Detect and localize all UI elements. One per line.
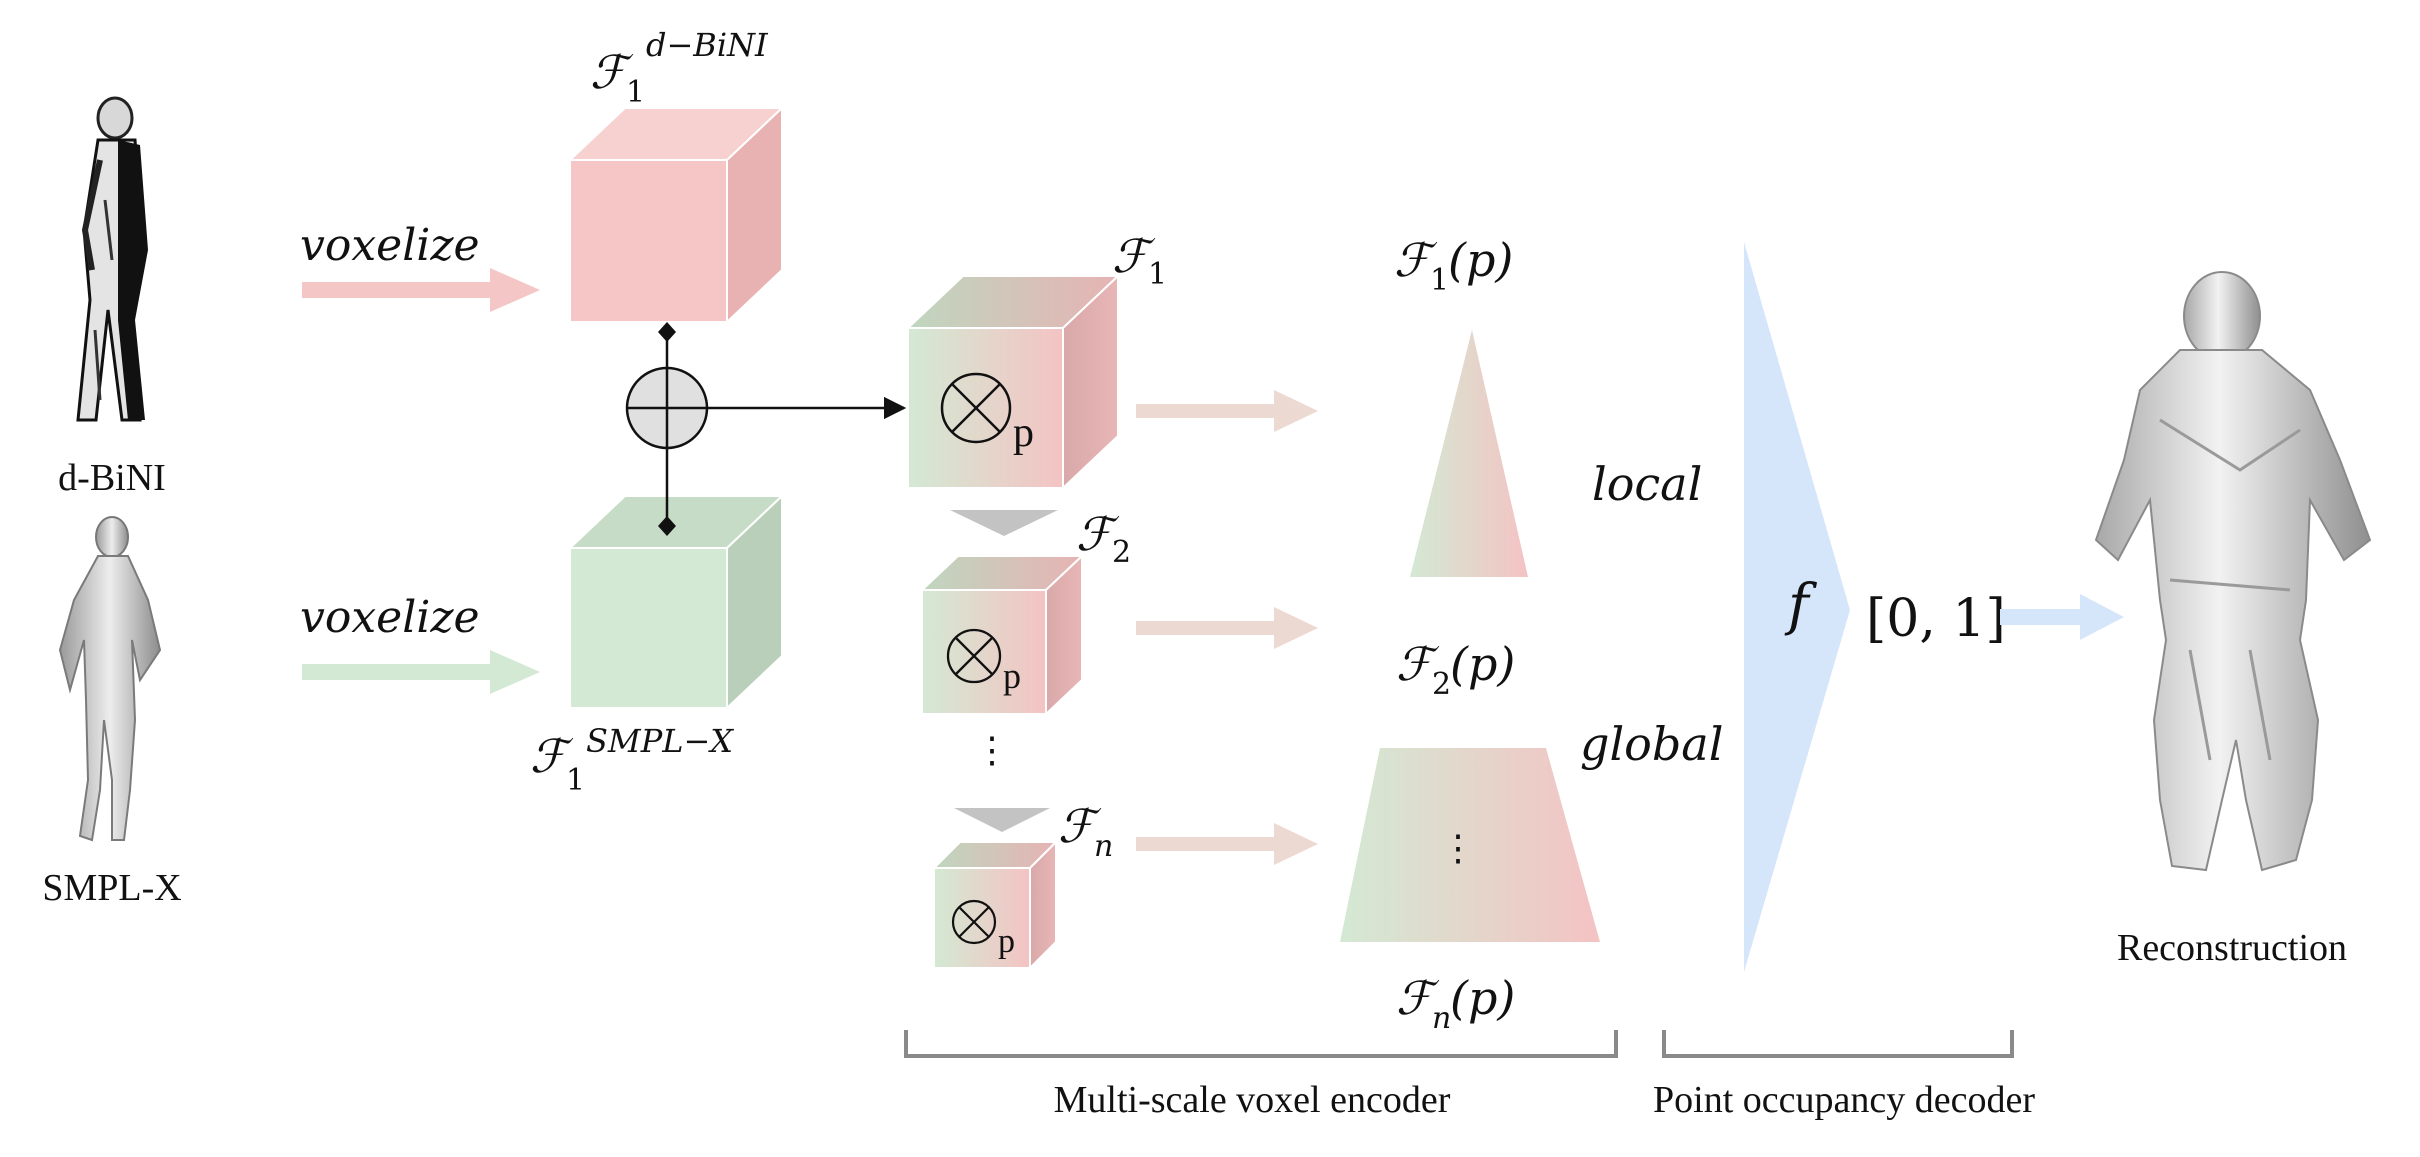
- downsample-icon-2: [954, 808, 1050, 832]
- svg-text:1: 1: [1430, 263, 1449, 298]
- encoder-section-label: Multi-scale voxel encoder: [1054, 1079, 1451, 1121]
- svg-text:1: 1: [626, 75, 645, 110]
- svg-text:n: n: [1432, 1001, 1451, 1036]
- svg-text:2: 2: [1112, 535, 1131, 570]
- decoder-bracket: [1662, 1030, 2014, 1058]
- smplx-label: SMPL-X: [42, 867, 181, 909]
- smplx-feature-label: ℱ 1 SMPL−X: [530, 722, 734, 798]
- local-feature-triangle: [1410, 330, 1528, 577]
- svg-text:d−BiNI: d−BiNI: [646, 26, 769, 64]
- sample-arrow-n: [1136, 823, 1318, 865]
- occupancy-range-label: [0, 1]: [1866, 589, 2006, 649]
- sample-arrow-1: [1136, 390, 1318, 432]
- dbini-label: d-BiNI: [58, 457, 166, 499]
- p-label-1: p: [1013, 410, 1034, 456]
- reconstruction-figure: [2094, 271, 2372, 872]
- encoder-cube-1: p: [905, 273, 1121, 491]
- otimes-icon: [946, 628, 1002, 684]
- voxelize-arrow-top: [302, 268, 540, 312]
- f2p-label: ℱ 2 (p): [1396, 637, 1515, 702]
- sample-arrow-2: [1136, 607, 1318, 649]
- f2-label: ℱ 2: [1076, 507, 1131, 570]
- global-label: global: [1580, 717, 1723, 771]
- svg-text:2: 2: [1432, 667, 1451, 702]
- p-label-2: p: [1003, 656, 1021, 696]
- dbini-volume-cube: [567, 105, 785, 325]
- svg-text:(p): (p): [1450, 637, 1515, 691]
- encoder-cube-2: p: [919, 553, 1085, 717]
- local-label: local: [1592, 457, 1702, 511]
- otimes-icon: [951, 899, 997, 945]
- f1p-label: ℱ 1 (p): [1394, 233, 1513, 298]
- fnp-label: ℱ n (p): [1396, 971, 1515, 1036]
- otimes-icon: [940, 372, 1012, 444]
- svg-text:(p): (p): [1450, 971, 1515, 1025]
- svg-text:n: n: [1094, 829, 1113, 864]
- dbini-feature-label: ℱ 1 d−BiNI: [590, 26, 769, 110]
- decoder-section-label: Point occupancy decoder: [1653, 1079, 2035, 1121]
- svg-text:SMPL−X: SMPL−X: [586, 722, 734, 760]
- svg-text:(p): (p): [1448, 233, 1513, 287]
- voxelize-label-top: voxelize: [300, 220, 480, 271]
- voxelize-label-bottom: voxelize: [300, 592, 480, 643]
- fn-label: ℱ n: [1058, 799, 1113, 864]
- feature-vdots: ⋮: [1440, 828, 1476, 869]
- svg-text:1: 1: [1148, 257, 1167, 292]
- decoder-f-triangle: [1744, 242, 1850, 972]
- output-arrow: [2000, 594, 2124, 640]
- f1-label: ℱ 1: [1112, 229, 1167, 292]
- downsample-icon-1: [950, 510, 1058, 536]
- reconstruction-label: Reconstruction: [2117, 927, 2347, 969]
- global-feature-trapezoid: [1340, 748, 1600, 942]
- smplx-volume-cube: [567, 493, 785, 711]
- svg-text:1: 1: [566, 763, 585, 798]
- encoder-vdots: ⋮: [974, 730, 1010, 771]
- voxelize-arrow-bottom: [302, 650, 540, 694]
- dbini-scan-figure: [76, 96, 148, 422]
- p-label-3: p: [998, 923, 1015, 960]
- smplx-body-figure: [58, 516, 162, 842]
- encoder-cube-n: p: [931, 839, 1059, 971]
- encoder-bracket: [904, 1030, 1618, 1058]
